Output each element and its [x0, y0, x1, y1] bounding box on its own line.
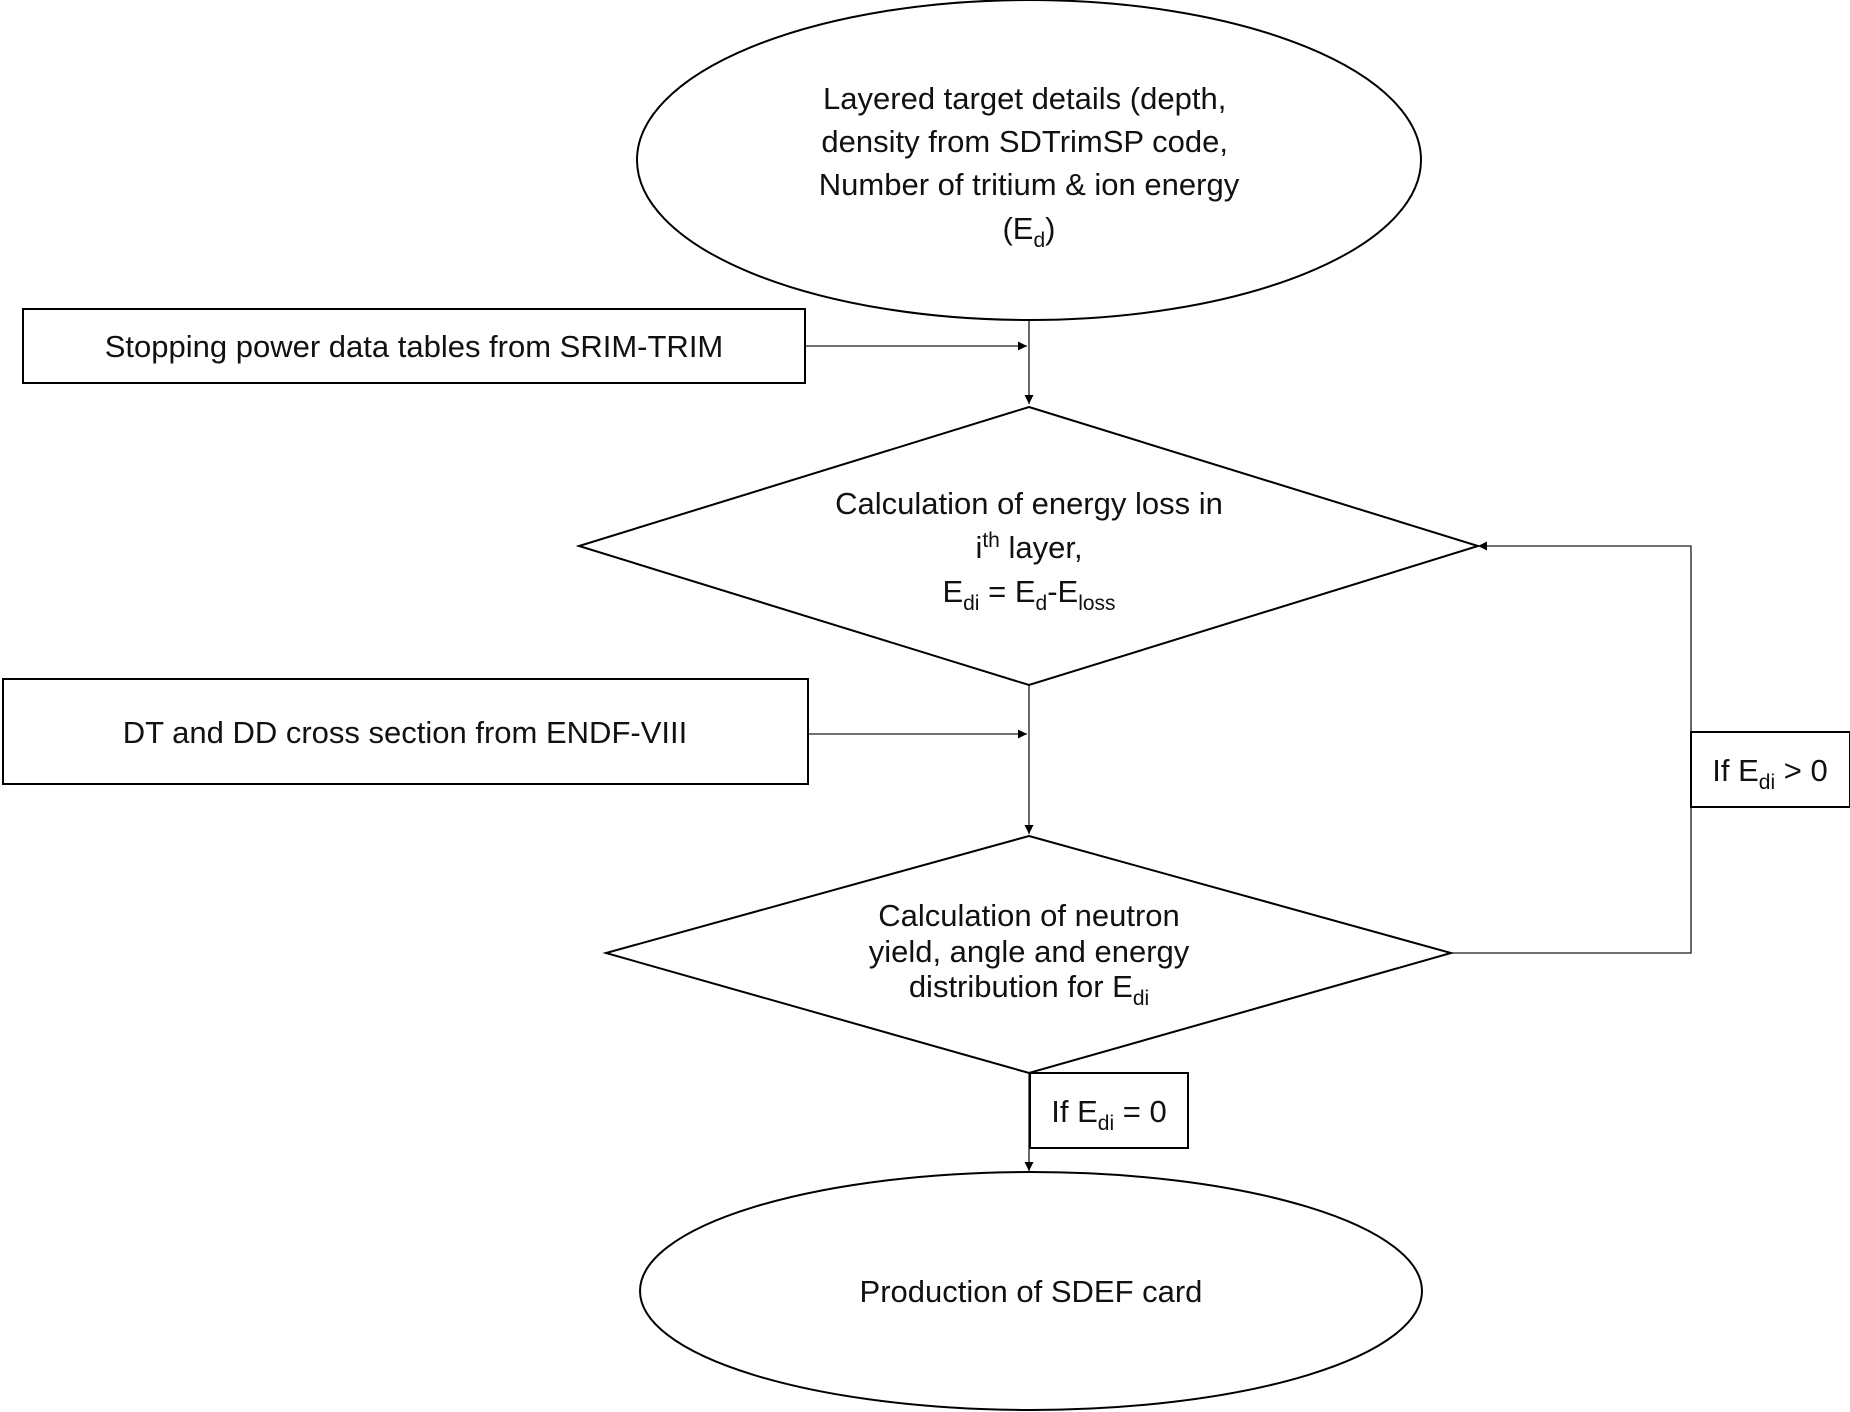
energy-loss-line-2: ith layer,: [975, 529, 1082, 565]
neutron-yield-node: Calculation of neutron yield, angle and …: [602, 834, 1455, 1075]
exit-condition-node: If Edi = 0: [1029, 1072, 1189, 1149]
stopping-power-box: [22, 308, 806, 384]
start-node: Layered target details (depth, density f…: [636, 0, 1422, 321]
neutron-yield-line-3: distribution for Edi: [909, 969, 1149, 1010]
end-node: Production of SDEF card: [639, 1171, 1423, 1411]
start-text-line-2: density from SDTrimSP code,: [821, 124, 1228, 159]
loop-back-arrow: [1451, 541, 1692, 954]
loop-condition-node: If Edi > 0: [1690, 731, 1850, 808]
energy-loss-line-1: Calculation of energy loss in: [835, 486, 1223, 521]
neutron-yield-line-1: Calculation of neutron: [878, 898, 1180, 933]
start-text-line-4: (Ed): [1002, 211, 1055, 252]
start-ellipse: [636, 0, 1422, 321]
loop-condition-label: If Edi > 0: [1712, 753, 1827, 794]
start-text-line-1: Layered target details (depth,: [823, 81, 1226, 116]
energy-loss-line-3: Edi = Ed-Eloss: [942, 574, 1115, 615]
stopping-power-node: Stopping power data tables from SRIM-TRI…: [22, 308, 806, 384]
cross-section-box: [2, 678, 809, 785]
exit-condition-label: If Edi = 0: [1051, 1094, 1166, 1135]
neutron-yield-line-2: yield, angle and energy: [869, 934, 1190, 969]
cross-section-label: DT and DD cross section from ENDF-VIII: [123, 715, 687, 750]
energy-loss-node: Calculation of energy loss in ith layer,…: [575, 405, 1482, 687]
energy-loss-diamond: [575, 405, 1482, 687]
exit-condition-box: [1029, 1072, 1189, 1149]
end-label: Production of SDEF card: [860, 1274, 1203, 1309]
start-text-line-3: Number of tritium & ion energy: [819, 167, 1240, 202]
stopping-power-label: Stopping power data tables from SRIM-TRI…: [105, 329, 724, 364]
end-ellipse: [639, 1171, 1423, 1411]
loop-condition-box: [1690, 731, 1850, 808]
svg-text:Layered target details (depth,: Layered target details (depth, density f…: [819, 81, 1240, 202]
cross-section-node: DT and DD cross section from ENDF-VIII: [2, 678, 809, 785]
